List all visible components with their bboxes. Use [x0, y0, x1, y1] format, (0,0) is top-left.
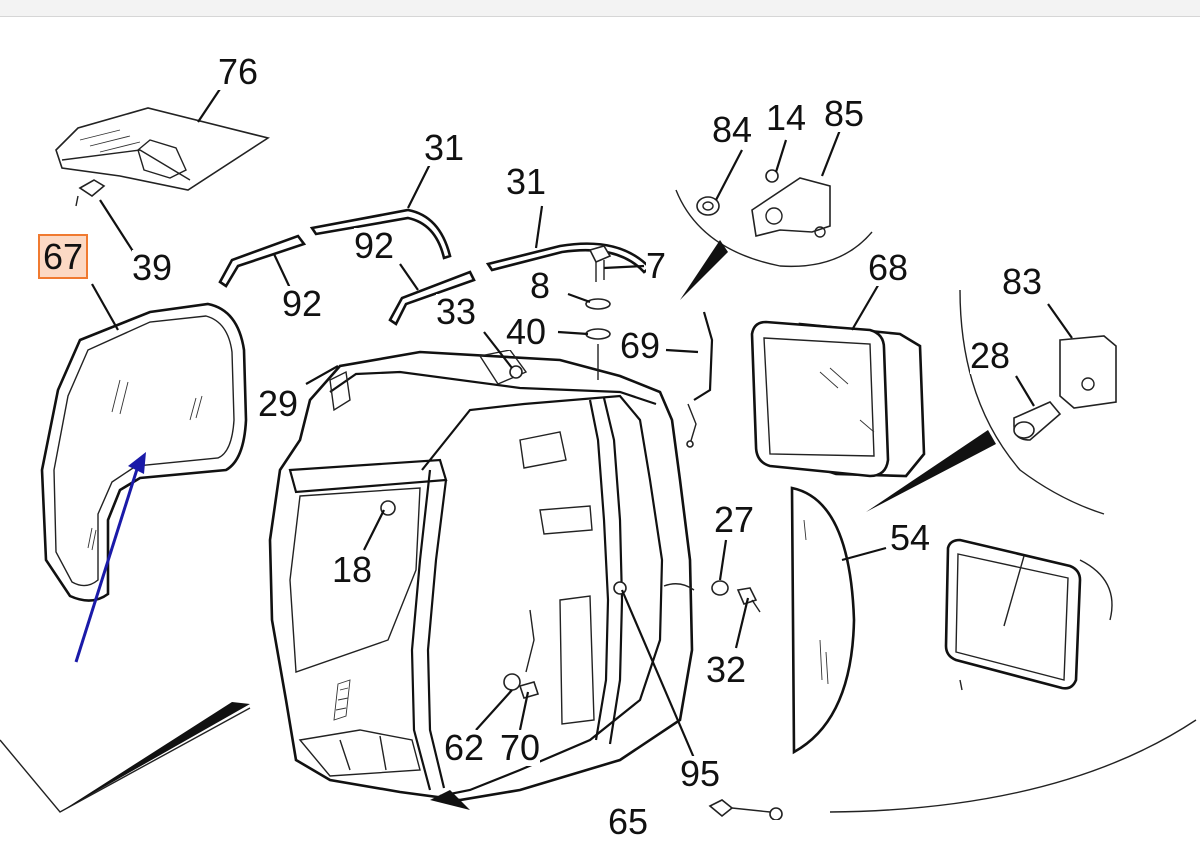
callout-69[interactable]: 69 [620, 325, 661, 366]
view-arc-bottom-right [829, 719, 1197, 813]
callout-67-selected[interactable]: 67 [38, 234, 89, 279]
wedge-pointer-left [60, 702, 250, 812]
callout-8[interactable]: 8 [530, 265, 551, 306]
callout-76[interactable]: 76 [218, 51, 259, 92]
bottom-bolt-part[interactable] [708, 799, 783, 820]
callout-7[interactable]: 7 [646, 245, 667, 286]
callout-32[interactable]: 32 [706, 649, 747, 690]
callout-65-partial[interactable]: 65 [608, 801, 649, 842]
blue-pointer-arrow [74, 452, 146, 663]
front-glass-part[interactable] [40, 302, 248, 602]
callout-40[interactable]: 40 [506, 311, 547, 352]
pad-detail-inset [866, 289, 1117, 515]
callout-27[interactable]: 27 [714, 499, 755, 540]
callout-92b[interactable]: 92 [282, 283, 323, 324]
side-window-part[interactable] [750, 320, 926, 478]
callout-18[interactable]: 18 [332, 549, 373, 590]
callout-14[interactable]: 14 [766, 97, 807, 138]
latch-detail-inset [675, 169, 873, 300]
callout-70[interactable]: 70 [500, 727, 541, 768]
callout-83[interactable]: 83 [1002, 261, 1043, 302]
seal-strip-part[interactable] [218, 208, 652, 326]
exploded-parts-diagram [0, 85, 1197, 820]
callout-62[interactable]: 62 [444, 727, 485, 768]
callout-92a[interactable]: 92 [354, 225, 395, 266]
callout-31a[interactable]: 31 [424, 127, 465, 168]
callout-85[interactable]: 85 [824, 93, 865, 134]
rear-glass-part[interactable] [790, 486, 1113, 755]
wedge-pointer-bottom [430, 790, 470, 810]
bolt-part[interactable] [75, 179, 106, 207]
cab-frame-part[interactable] [268, 349, 695, 802]
hardware-stack-part[interactable] [585, 245, 612, 380]
bolt-washer-part[interactable] [711, 580, 761, 613]
roof-cover-part[interactable] [55, 107, 270, 191]
callout-68[interactable]: 68 [868, 247, 909, 288]
window-top-bar [0, 0, 1200, 17]
leader-lines [91, 85, 1073, 759]
callout-95[interactable]: 95 [680, 753, 721, 794]
callout-31b[interactable]: 31 [506, 161, 547, 202]
callout-33[interactable]: 33 [436, 291, 477, 332]
callout-28[interactable]: 28 [970, 335, 1011, 376]
callout-39[interactable]: 39 [132, 247, 173, 288]
callout-29[interactable]: 29 [258, 383, 299, 424]
gas-strut-part[interactable] [686, 311, 714, 448]
callout-54[interactable]: 54 [890, 517, 931, 558]
callout-84[interactable]: 84 [712, 109, 753, 150]
